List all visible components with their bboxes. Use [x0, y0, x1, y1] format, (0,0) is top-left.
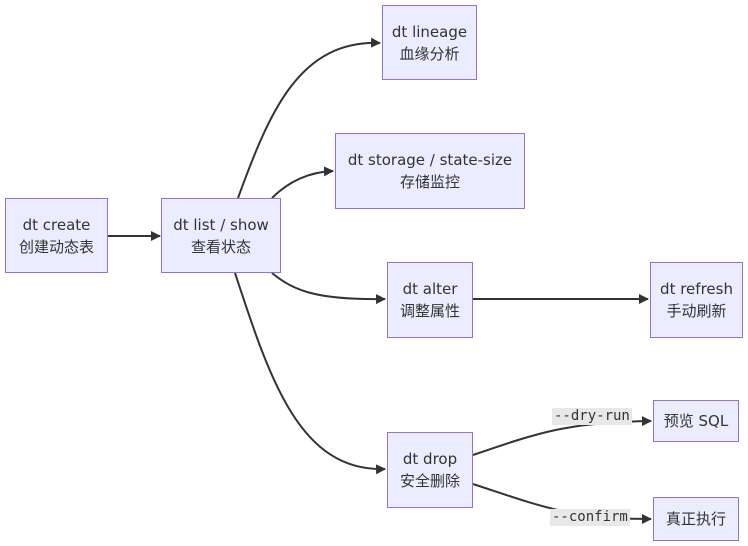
edge-list-to-lineage — [237, 37, 381, 199]
node-dt-list-show[interactable]: dt list / show 查看状态 — [161, 198, 281, 273]
node-dt-refresh[interactable]: dt refresh 手动刷新 — [650, 262, 743, 338]
node-dt-create-description: 创建动态表 — [18, 237, 94, 256]
node-dt-lineage-description: 血缘分析 — [399, 44, 460, 63]
node-dt-refresh-command: dt refresh — [660, 280, 733, 298]
node-dt-create-command: dt create — [22, 215, 91, 234]
node-dt-storage[interactable]: dt storage / state-size 存储监控 — [335, 133, 525, 209]
edge-list-to-storage — [271, 166, 334, 199]
node-dt-alter-command: dt alter — [402, 280, 458, 298]
edge-label-dry-run: --dry-run — [552, 408, 632, 425]
node-dt-alter[interactable]: dt alter 调整属性 — [387, 262, 473, 338]
node-dt-lineage[interactable]: dt lineage 血缘分析 — [382, 5, 477, 80]
node-dt-list-show-command: dt list / show — [173, 215, 269, 234]
node-execute-label: 真正执行 — [665, 510, 726, 528]
node-execute[interactable]: 真正执行 — [653, 497, 739, 541]
node-dt-create[interactable]: dt create 创建动态表 — [5, 198, 108, 273]
node-dt-storage-description: 存储监控 — [399, 173, 460, 191]
edge-label-confirm: --confirm — [550, 509, 630, 526]
node-dt-drop-description: 安全删除 — [399, 472, 460, 490]
node-preview-sql[interactable]: 预览 SQL — [653, 400, 739, 442]
node-preview-sql-label: 预览 SQL — [663, 412, 729, 430]
node-dt-refresh-description: 手动刷新 — [666, 302, 727, 320]
node-dt-alter-description: 调整属性 — [399, 302, 460, 320]
edge-drop-to-preview — [472, 416, 652, 456]
node-dt-drop[interactable]: dt drop 安全删除 — [387, 432, 473, 508]
node-dt-list-show-description: 查看状态 — [190, 237, 251, 256]
edge-list-to-drop — [234, 272, 386, 475]
node-dt-lineage-command: dt lineage — [391, 22, 468, 41]
node-dt-storage-command: dt storage / state-size — [347, 151, 513, 169]
node-dt-drop-command: dt drop — [402, 450, 458, 468]
edge-list-to-alter — [271, 272, 386, 305]
